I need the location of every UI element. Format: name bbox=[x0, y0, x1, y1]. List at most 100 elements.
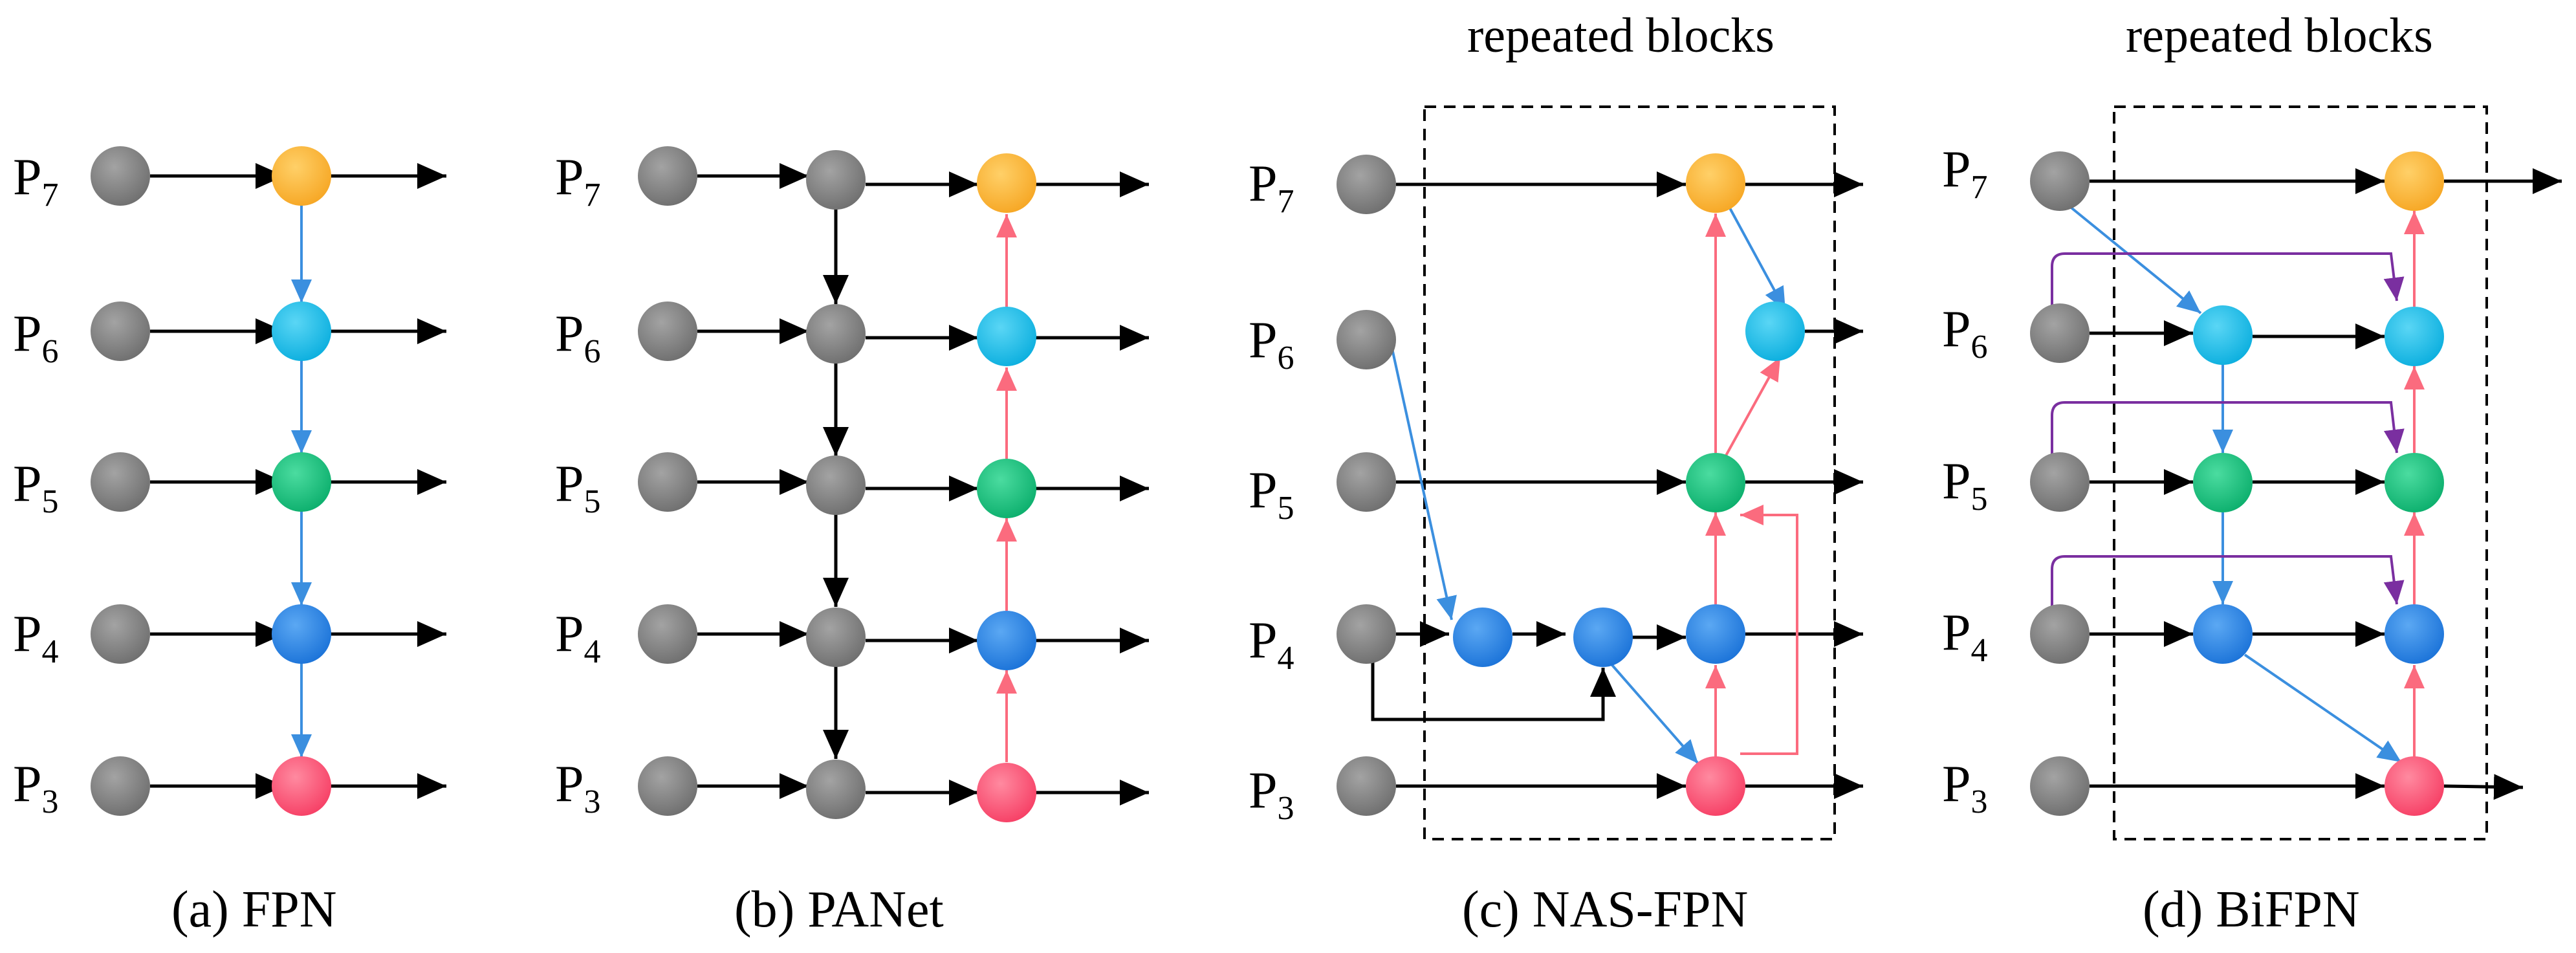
intermediate-node-p5 bbox=[806, 455, 866, 515]
bifpn-nodes bbox=[2030, 151, 2444, 816]
input-node-p7 bbox=[2030, 151, 2090, 211]
level-label-p7: P7 bbox=[1249, 155, 1294, 220]
level-label-p7: P7 bbox=[555, 149, 601, 214]
panel-fpn: P7 P6 P5 P4 P3 bbox=[13, 146, 446, 938]
nas-edges-red bbox=[1705, 214, 1798, 757]
node-p7 bbox=[2385, 151, 2444, 211]
node-p4 bbox=[977, 611, 1036, 670]
input-node-p3 bbox=[2030, 756, 2090, 816]
bifpn-edges-black bbox=[2090, 168, 2562, 800]
level-label-p5: P5 bbox=[555, 455, 601, 520]
node-p4 bbox=[1686, 604, 1745, 664]
level-label-p7: P7 bbox=[1942, 141, 1988, 206]
level-label-p6: P6 bbox=[13, 305, 59, 370]
level-labels: P7 P6 P5 P4 P3 bbox=[1942, 141, 1988, 820]
panel-bifpn: repeated blocks P7 P6 P5 P4 P3 bbox=[1942, 8, 2562, 938]
intermediate-node-p7 bbox=[806, 150, 866, 210]
node-p4 bbox=[2385, 604, 2444, 664]
level-label-p5: P5 bbox=[1249, 462, 1294, 527]
panet-nodes bbox=[638, 146, 1036, 822]
edge bbox=[2051, 401, 2405, 458]
level-label-p7: P7 bbox=[13, 149, 59, 214]
node-p6 bbox=[272, 301, 331, 361]
input-node-p5 bbox=[638, 452, 697, 512]
panet-edges-horizontal bbox=[697, 163, 1149, 805]
input-node-p5 bbox=[91, 452, 150, 512]
edge bbox=[1371, 661, 1616, 721]
level-label-p4: P4 bbox=[13, 606, 59, 670]
level-label-p3: P3 bbox=[555, 756, 601, 820]
intermediate-node-p4b bbox=[1573, 608, 1633, 667]
node-p6 bbox=[2385, 307, 2444, 366]
level-label-p5: P5 bbox=[13, 455, 59, 520]
caption-nas-fpn: (c) NAS-FPN bbox=[1462, 881, 1748, 938]
bifpn-edges-blue bbox=[2068, 204, 2403, 763]
intermediate-node-p6 bbox=[2193, 305, 2253, 365]
level-label-p4: P4 bbox=[555, 606, 601, 670]
intermediate-node-p4a bbox=[1453, 608, 1512, 667]
node-p5 bbox=[2385, 453, 2444, 512]
input-node-p6 bbox=[2030, 303, 2090, 363]
input-node-p4 bbox=[2030, 604, 2090, 664]
level-label-p5: P5 bbox=[1942, 453, 1988, 518]
input-node-p3 bbox=[638, 756, 697, 816]
fpn-edges-horizontal bbox=[150, 163, 446, 799]
intermediate-node-p3 bbox=[806, 760, 866, 819]
bifpn-edges-skip bbox=[2051, 252, 2405, 609]
node-p6 bbox=[977, 307, 1036, 366]
edge bbox=[1390, 342, 1457, 620]
node-p5 bbox=[977, 459, 1036, 518]
caption-bifpn: (d) BiFPN bbox=[2143, 881, 2360, 938]
node-p5 bbox=[1686, 453, 1745, 512]
node-p3 bbox=[272, 756, 331, 816]
level-labels: P7 P6 P5 P4 P3 bbox=[13, 149, 59, 820]
nas-edges-black bbox=[1371, 171, 1863, 799]
node-p4 bbox=[272, 604, 331, 664]
level-label-p4: P4 bbox=[1249, 612, 1294, 677]
edge bbox=[1606, 659, 1699, 765]
panel-panet: P7 P6 P5 P4 P3 bbox=[555, 146, 1149, 938]
intermediate-node-p4 bbox=[2193, 604, 2253, 664]
level-label-p6: P6 bbox=[1249, 312, 1294, 377]
input-node-p7 bbox=[1337, 155, 1396, 214]
input-node-p7 bbox=[638, 146, 697, 206]
node-p3 bbox=[1686, 756, 1745, 816]
intermediate-node-p4 bbox=[806, 608, 866, 667]
edge bbox=[1740, 505, 1798, 755]
edge bbox=[2068, 204, 2202, 314]
edge bbox=[2443, 774, 2524, 800]
level-labels: P7 P6 P5 P4 P3 bbox=[1249, 155, 1294, 827]
caption-fpn: (a) FPN bbox=[171, 881, 337, 938]
box-label-nas-fpn: repeated blocks bbox=[1467, 8, 1774, 63]
input-node-p6 bbox=[1337, 310, 1396, 369]
input-node-p3 bbox=[1337, 756, 1396, 816]
intermediate-node-p5 bbox=[2193, 453, 2253, 512]
node-p3 bbox=[977, 763, 1036, 822]
level-label-p4: P4 bbox=[1942, 604, 1988, 669]
input-node-p4 bbox=[638, 604, 697, 664]
node-p7 bbox=[272, 146, 331, 206]
edge bbox=[2051, 555, 2405, 609]
edge bbox=[2243, 653, 2403, 763]
edge bbox=[1727, 205, 1787, 311]
input-node-p6 bbox=[638, 301, 697, 361]
input-node-p4 bbox=[1337, 604, 1396, 664]
node-p3 bbox=[2385, 756, 2444, 816]
nas-edges-blue bbox=[1390, 205, 1787, 765]
input-node-p3 bbox=[91, 756, 150, 816]
node-p6 bbox=[1745, 301, 1805, 361]
nas-nodes bbox=[1337, 153, 1805, 816]
repeated-block-box bbox=[1423, 105, 1836, 840]
input-node-p4 bbox=[91, 604, 150, 664]
input-node-p5 bbox=[2030, 452, 2090, 512]
node-p5 bbox=[272, 452, 331, 512]
caption-panet: (b) PANet bbox=[734, 881, 944, 938]
input-node-p5 bbox=[1337, 452, 1396, 512]
input-node-p6 bbox=[91, 301, 150, 361]
panel-nas-fpn: repeated blocks P7 P6 P5 P4 P3 bbox=[1249, 8, 1863, 938]
intermediate-node-p6 bbox=[806, 304, 866, 364]
level-label-p6: P6 bbox=[1942, 301, 1988, 366]
node-p7 bbox=[977, 153, 1036, 213]
input-node-p7 bbox=[91, 146, 150, 206]
